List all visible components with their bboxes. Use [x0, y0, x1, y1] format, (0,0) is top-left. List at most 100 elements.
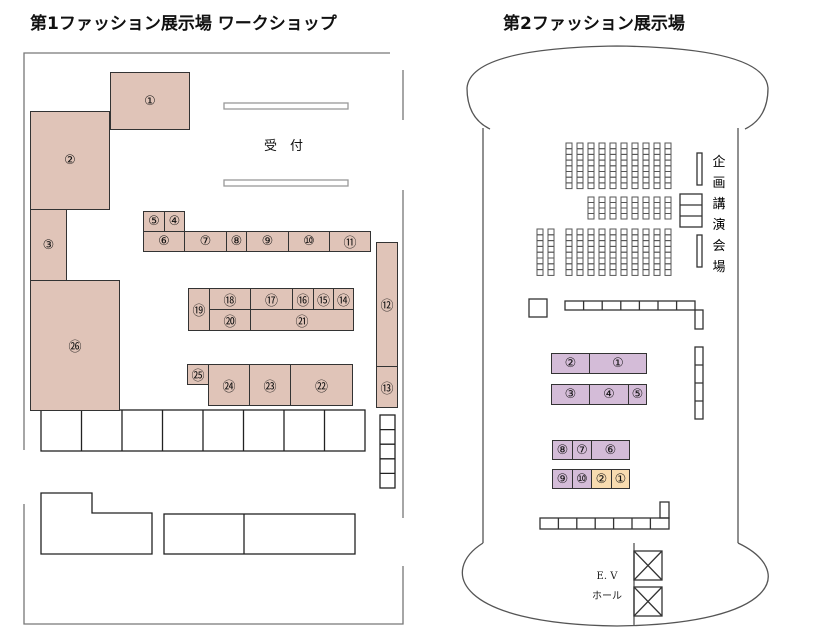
seat: [609, 202, 617, 209]
hall1-booth-26[interactable]: ㉖: [30, 280, 120, 411]
seat: [587, 182, 595, 190]
lecture-hall-char: 講: [712, 197, 726, 212]
seat: [565, 257, 573, 265]
seat: [576, 171, 584, 178]
seat: [664, 207, 672, 214]
hall2-booth-10[interactable]: ⑩: [572, 469, 592, 489]
seat: [664, 153, 672, 161]
seat: [576, 263, 584, 271]
hall1-booth-13[interactable]: ⑬: [376, 366, 398, 408]
seat: [609, 213, 617, 220]
seat: [642, 171, 650, 178]
hall1-booth-6[interactable]: ⑥: [143, 231, 185, 252]
seat: [642, 240, 650, 247]
seat: [598, 240, 606, 247]
seat: [598, 142, 606, 150]
hall1-booth-1[interactable]: ①: [110, 72, 190, 130]
seat: [653, 269, 661, 276]
seat: [642, 257, 650, 265]
hall1-booth-3[interactable]: ③: [30, 209, 67, 281]
seat: [598, 171, 606, 178]
seat: [598, 165, 606, 173]
hall1-booth-14[interactable]: ⑭: [333, 288, 354, 310]
seat: [587, 245, 595, 253]
seat: [587, 251, 595, 259]
hall1-booth-18[interactable]: ⑱: [209, 288, 251, 310]
hall2-booth-6[interactable]: ⑥: [591, 440, 630, 460]
hall1-booth-10[interactable]: ⑩: [288, 231, 330, 252]
seat: [631, 153, 639, 161]
seat: [565, 234, 573, 242]
seat: [631, 228, 639, 236]
seat: [576, 176, 584, 184]
hall1-booth-9[interactable]: ⑨: [246, 231, 289, 252]
hall1-booth-24[interactable]: ㉔: [208, 364, 250, 406]
seat: [653, 153, 661, 161]
seat: [536, 257, 544, 265]
seat: [653, 234, 661, 242]
seat: [587, 165, 595, 173]
seat: [631, 263, 639, 271]
seat: [642, 251, 650, 259]
hall1-booth-22[interactable]: ㉒: [290, 364, 353, 406]
seat: [576, 153, 584, 161]
hall1-booth-21[interactable]: ㉑: [250, 309, 354, 331]
seat: [609, 257, 617, 265]
hall2-booth-2[interactable]: ②: [551, 353, 590, 374]
seat: [653, 148, 661, 155]
seat: [598, 257, 606, 265]
hall1-booth-4[interactable]: ④: [164, 211, 185, 232]
seat: [664, 263, 672, 271]
seat: [536, 228, 544, 236]
hall1-booth-20[interactable]: ⑳: [209, 309, 251, 331]
seat: [620, 159, 628, 167]
hall1-booth-15[interactable]: ⑮: [313, 288, 334, 310]
hall1-booth-17[interactable]: ⑰: [250, 288, 293, 310]
seat: [609, 269, 617, 276]
hall2-booth-1[interactable]: ①: [589, 353, 647, 374]
seat: [587, 269, 595, 276]
seat: [653, 182, 661, 190]
hall2-booth-3[interactable]: ③: [551, 384, 590, 405]
seat: [642, 148, 650, 155]
seat: [609, 196, 617, 203]
seat: [653, 245, 661, 253]
seat: [576, 269, 584, 276]
seat: [631, 240, 639, 247]
hall1-booth-16[interactable]: ⑯: [292, 288, 314, 310]
seat: [587, 240, 595, 247]
lecture-hall-char: 画: [712, 176, 726, 191]
hall1-booth-2[interactable]: ②: [30, 111, 110, 210]
hall2-special-booth-1[interactable]: ①: [611, 469, 630, 489]
seat: [653, 240, 661, 247]
seat: [587, 257, 595, 265]
seat: [587, 176, 595, 184]
seat: [609, 153, 617, 161]
seat: [565, 245, 573, 253]
seat: [664, 234, 672, 242]
hall2-booth-4[interactable]: ④: [589, 384, 629, 405]
seat: [653, 142, 661, 150]
hall2-booth-9[interactable]: ⑨: [552, 469, 573, 489]
hall1-booth-25[interactable]: ㉕: [187, 364, 209, 385]
seat: [642, 176, 650, 184]
hall1-booth-5[interactable]: ⑤: [143, 211, 165, 232]
hall1-booth-7[interactable]: ⑦: [184, 231, 227, 252]
seat: [620, 234, 628, 242]
seat: [642, 234, 650, 242]
seat: [642, 228, 650, 236]
hall1-booth-19[interactable]: ⑲: [188, 288, 210, 331]
hall2-booth-5[interactable]: ⑤: [628, 384, 647, 405]
seat: [598, 228, 606, 236]
hall1-booth-8[interactable]: ⑧: [226, 231, 247, 252]
hall1-booth-12[interactable]: ⑫: [376, 242, 398, 367]
hall2-special-booth-2[interactable]: ②: [591, 469, 612, 489]
seat: [664, 240, 672, 247]
hall2-booth-8[interactable]: ⑧: [552, 440, 573, 460]
seat: [565, 153, 573, 161]
hall1-booth-23[interactable]: ㉓: [249, 364, 291, 406]
seat: [653, 202, 661, 209]
seat: [576, 165, 584, 173]
hall2-booth-7[interactable]: ⑦: [572, 440, 592, 460]
hall1-booth-11[interactable]: ⑪: [329, 231, 371, 252]
